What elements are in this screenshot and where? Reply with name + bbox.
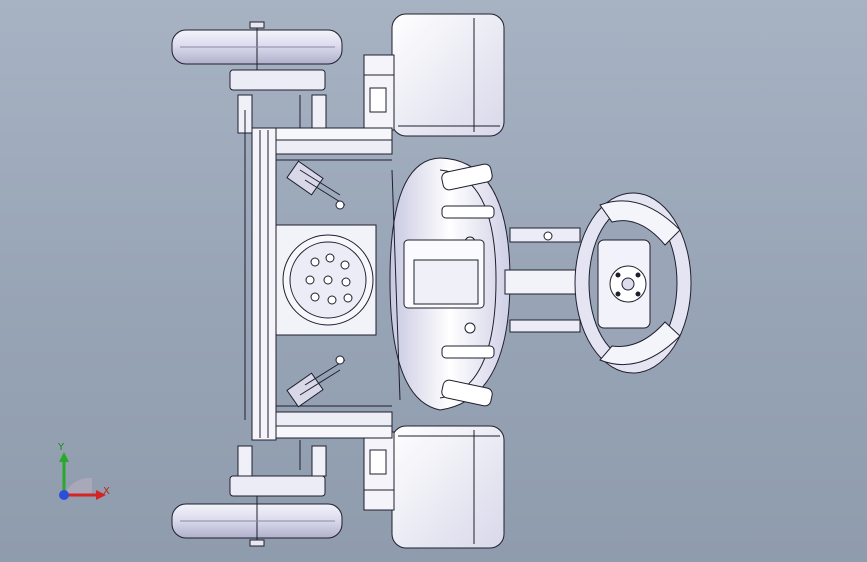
triad-plane-icon [64,477,92,495]
steering-column [504,227,586,333]
seat-ring[interactable] [389,157,511,411]
bottom-left-wheel[interactable] [171,496,343,547]
coordinate-triad: Y X [40,440,130,520]
bottom-mount [363,431,395,511]
top-right-wheel-block[interactable] [391,13,505,137]
upper-spring [286,160,346,210]
center-hub[interactable] [282,234,374,326]
z-axis-dot-icon [59,490,69,500]
x-axis-label: X [103,486,110,497]
steering-wheel[interactable] [574,192,692,374]
lower-spring [286,355,346,408]
lower-suspension [229,440,327,497]
y-axis-label: Y [58,442,65,453]
top-left-wheel[interactable] [171,21,343,72]
top-mount [363,54,395,131]
upper-suspension [229,69,327,420]
bottom-right-wheel-block[interactable] [391,425,505,549]
